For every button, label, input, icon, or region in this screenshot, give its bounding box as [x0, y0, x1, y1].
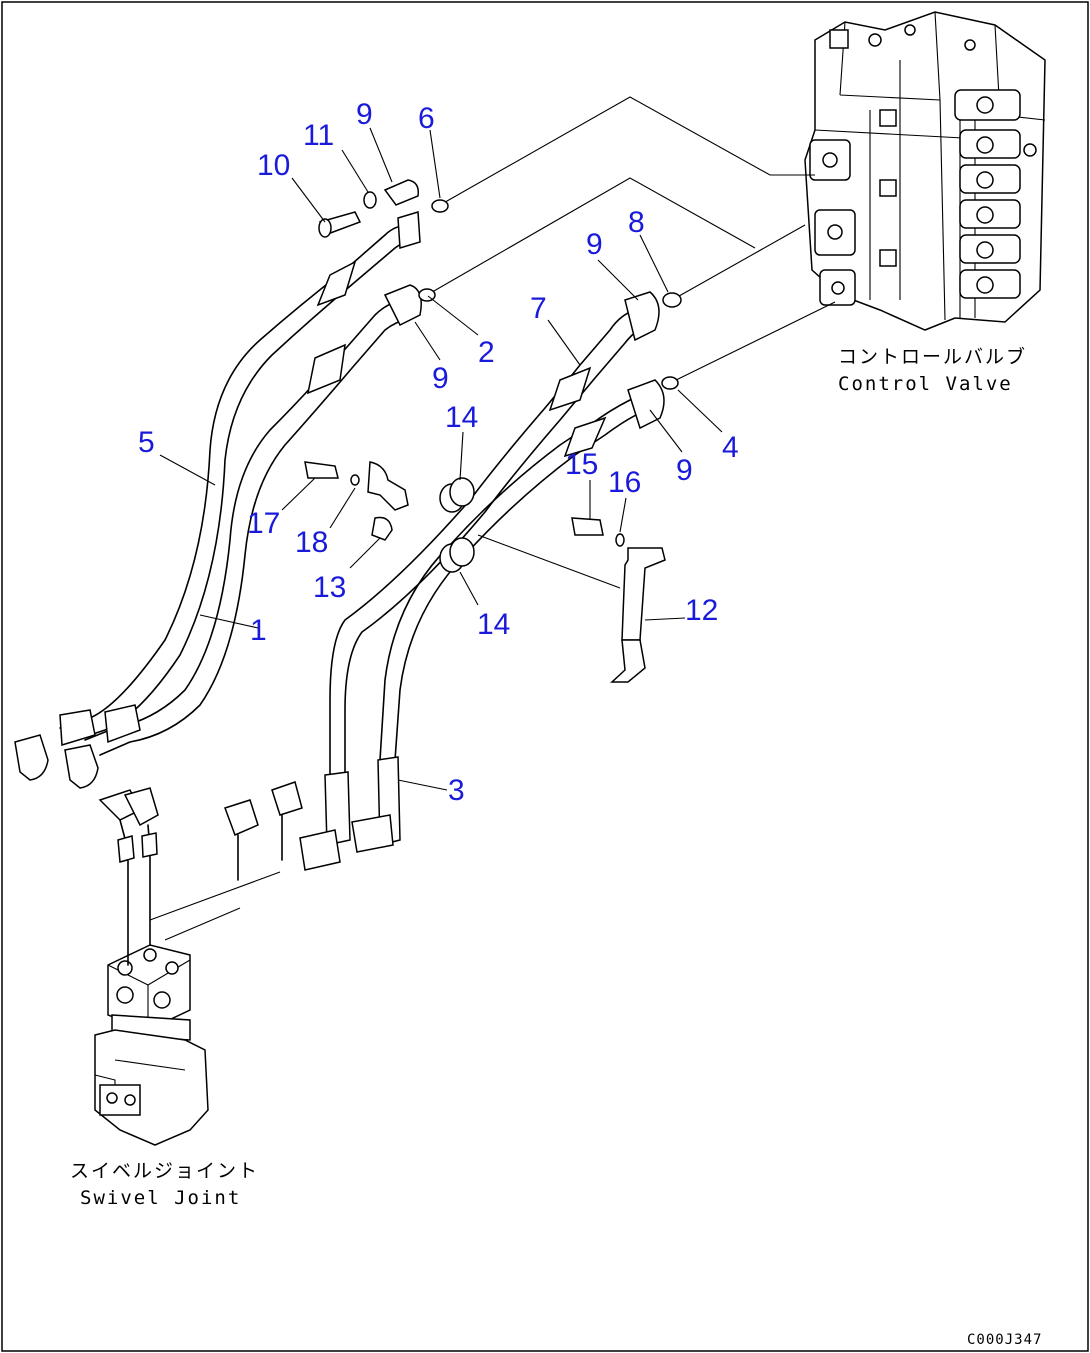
bracket-12	[571, 517, 666, 683]
control-valve	[804, 11, 1046, 331]
control-valve-label-jp: コントロールバルブ	[838, 345, 1027, 368]
washer-11	[363, 191, 377, 209]
swivel-fittings-left	[14, 734, 159, 966]
hose-7	[299, 291, 660, 871]
callout-13: 13	[313, 571, 346, 604]
callout-15: 15	[565, 448, 598, 481]
swivel-joint-label-en: Swivel Joint	[80, 1187, 241, 1209]
swivel-joint-label-jp: スイベルジョイント	[70, 1160, 259, 1182]
callout-10: 10	[257, 149, 290, 182]
callout-17: 17	[247, 507, 280, 540]
callout-7: 7	[530, 292, 547, 325]
swivel-joint	[94, 944, 209, 1146]
callout-1: 1	[250, 614, 267, 647]
callout-2: 2	[478, 336, 495, 369]
clamp-14-lower	[439, 537, 475, 573]
o-ring-8	[662, 292, 682, 308]
callout-8: 8	[628, 206, 645, 239]
valve-spools	[809, 24, 1037, 306]
callout-3: 3	[448, 774, 465, 807]
callout-16: 16	[608, 466, 641, 499]
callout-9-right-upper: 9	[586, 228, 603, 261]
clamp-14-upper	[439, 477, 475, 513]
hose-5	[59, 211, 421, 746]
hose-1	[84, 284, 422, 756]
callout-9-right-lower: 9	[676, 454, 693, 487]
bolt-10	[318, 211, 362, 238]
callout-12: 12	[685, 594, 718, 627]
callout-9-mid: 9	[432, 362, 449, 395]
callout-14-lower: 14	[477, 608, 510, 641]
callout-18: 18	[295, 526, 328, 559]
elbow-fittings-center	[224, 781, 303, 881]
callout-11: 11	[303, 119, 334, 152]
drawing-code: C000J347	[967, 1332, 1042, 1348]
callout-4: 4	[722, 431, 739, 464]
o-ring-6	[431, 199, 449, 213]
control-valve-label-en: Control Valve	[838, 373, 1013, 395]
callout-14-upper: 14	[445, 401, 478, 434]
leader-lines	[149, 96, 836, 941]
callouts: 1 2 3 4 5 6 7 8 9 9 9 9 10 11 12 13 14 1…	[138, 98, 739, 807]
callout-9-top: 9	[356, 98, 373, 131]
callout-5: 5	[138, 426, 155, 459]
split-flange-9-upper	[383, 179, 420, 206]
callout-6: 6	[418, 102, 435, 135]
o-ring-4	[661, 376, 679, 390]
clamp-13-assembly	[304, 461, 409, 541]
